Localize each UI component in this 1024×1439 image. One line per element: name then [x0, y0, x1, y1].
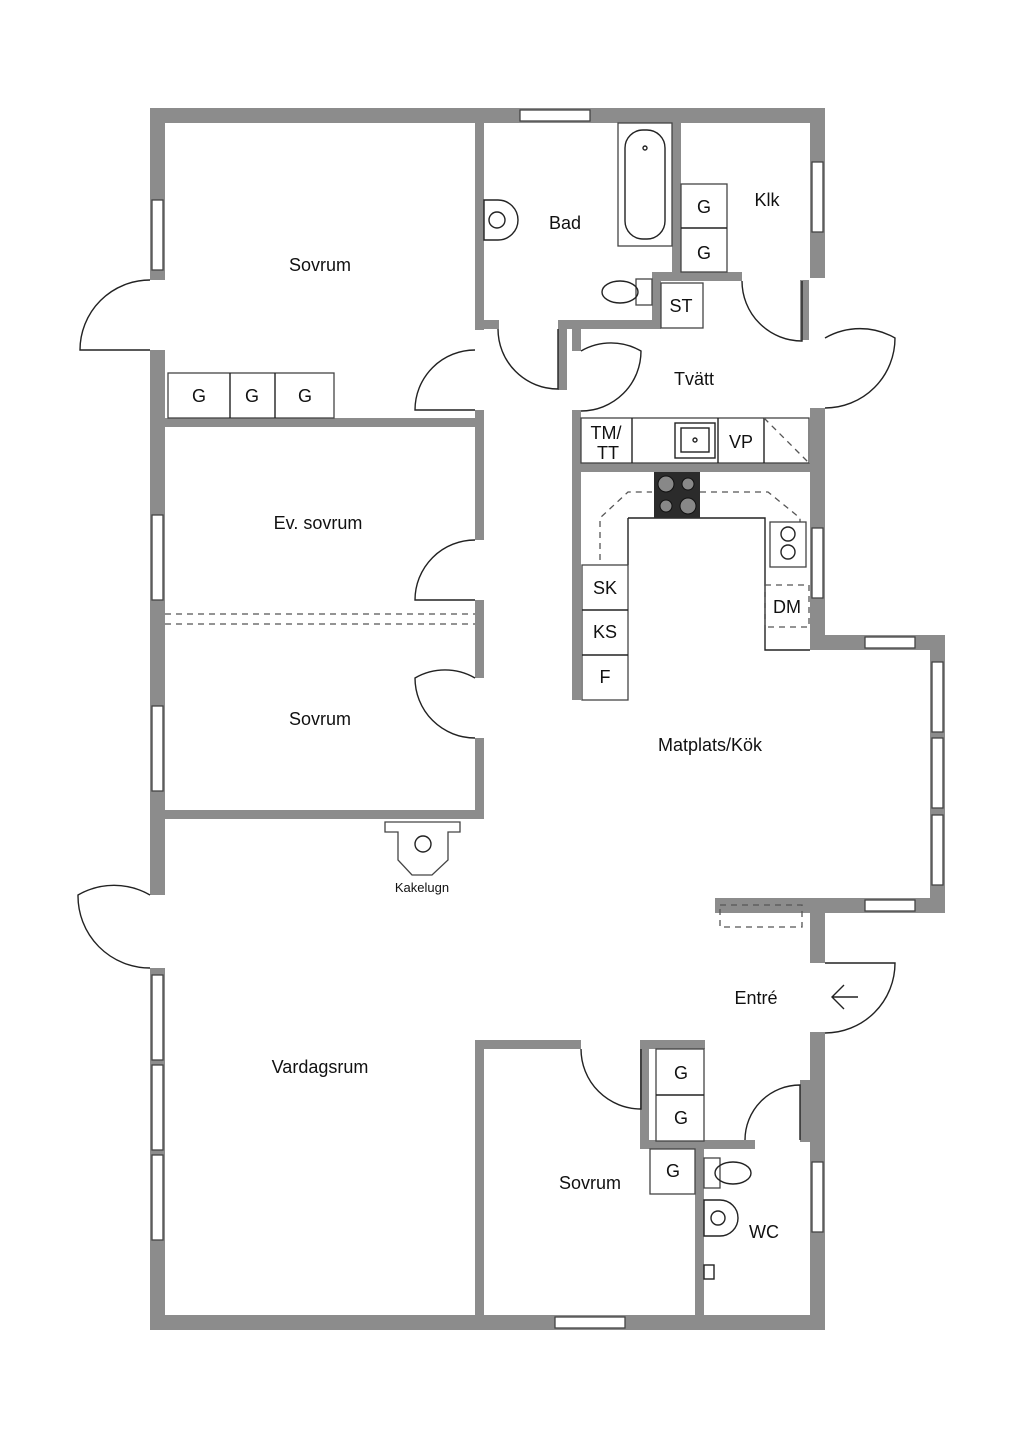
closet-label: G: [697, 197, 711, 217]
label-st: ST: [669, 296, 692, 316]
interior-walls: [150, 120, 812, 1330]
closet-label: G: [245, 386, 259, 406]
label-sovrum-mid: Sovrum: [289, 709, 351, 729]
exterior-walls: [150, 108, 945, 1330]
label-bad: Bad: [549, 213, 581, 233]
closet-label: G: [674, 1108, 688, 1128]
label-kakelugn: Kakelugn: [395, 880, 449, 895]
windows: [151, 109, 944, 1329]
label-vp: VP: [729, 432, 753, 452]
label-matplats: Matplats/Kök: [658, 735, 763, 755]
label-sovrum-bottom: Sovrum: [559, 1173, 621, 1193]
label-f: F: [600, 667, 611, 687]
label-entre: Entré: [734, 988, 777, 1008]
label-sk: SK: [593, 578, 617, 598]
label-ev-sovrum: Ev. sovrum: [274, 513, 363, 533]
closet-labels: G G G G G G G G: [192, 197, 711, 1181]
label-tt: TT: [597, 443, 619, 463]
closet-label: G: [697, 243, 711, 263]
label-dm: DM: [773, 597, 801, 617]
label-wc: WC: [749, 1222, 779, 1242]
closet-label: G: [298, 386, 312, 406]
doors: [77, 279, 896, 1141]
label-tvatt: Tvätt: [674, 369, 714, 389]
closet-label: G: [666, 1161, 680, 1181]
closet-label: G: [192, 386, 206, 406]
label-klk: Klk: [754, 190, 780, 210]
closet-label: G: [674, 1063, 688, 1083]
label-sovrum-top: Sovrum: [289, 255, 351, 275]
room-labels: Sovrum Bad Klk ST Tvätt TM/ TT VP Ev. so…: [272, 190, 801, 1242]
fixtures: [165, 122, 858, 1280]
label-tm: TM/: [591, 423, 622, 443]
label-vardagsrum: Vardagsrum: [272, 1057, 369, 1077]
label-ks: KS: [593, 622, 617, 642]
